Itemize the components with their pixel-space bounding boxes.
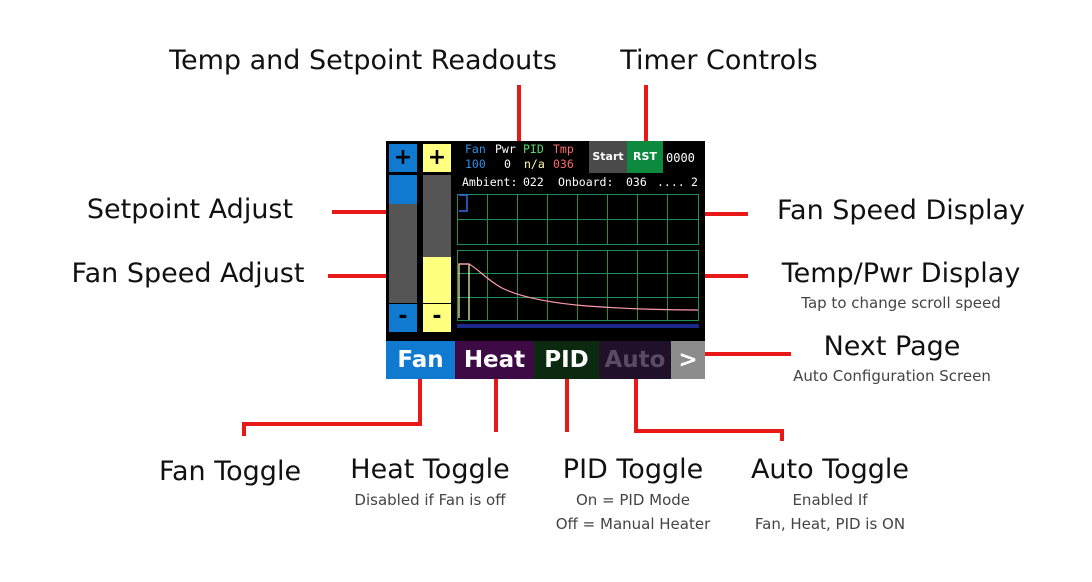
fan-graph-grid [457, 194, 699, 245]
connector-fan-toggle-v [418, 378, 422, 426]
fan-value: 100 [465, 157, 486, 171]
temp-pwr-display-label: Temp/Pwr Display [781, 258, 1021, 289]
fan-speed-graph [457, 194, 699, 245]
fan-toggle-button[interactable]: Fan [386, 341, 455, 379]
fan-speed-trace [459, 194, 468, 212]
fan-speed-slider[interactable] [389, 175, 417, 303]
auto-toggle-sublabel-1: Enabled If [792, 491, 868, 509]
fan-speed-slider-fill [389, 175, 417, 204]
pid-header: PID [523, 142, 544, 156]
temp-pwr-graph [457, 250, 699, 328]
connector-setpoint [332, 210, 434, 214]
setpoint-slider[interactable] [423, 175, 451, 303]
connector-next-page [699, 352, 791, 356]
pid-toggle-sublabel-on: On = PID Mode [575, 491, 691, 509]
power-trace [458, 263, 470, 320]
pid-toggle-label: PID Toggle [562, 454, 704, 485]
onboard-value: 036 [626, 175, 647, 189]
scroll-dots: .... [657, 175, 685, 189]
setpoint-slider-fill [423, 257, 451, 303]
next-page-sublabel: Auto Configuration Screen [793, 367, 991, 385]
pid-toggle-button[interactable]: PID [534, 341, 599, 379]
fan-minus-button[interactable]: - [389, 304, 417, 332]
setpoint-minus-button[interactable]: - [423, 304, 451, 332]
connector-auto-toggle-v [634, 378, 638, 433]
scroll-speed-value: 2 [691, 175, 698, 189]
connector-fanspeed-adjust [328, 274, 404, 278]
next-page-label: Next Page [823, 331, 961, 362]
timer-controls-label: Timer Controls [620, 45, 818, 76]
connector-fan-toggle-tip [242, 422, 246, 436]
timer-readout: 0000 [666, 151, 695, 165]
pwr-value: 0 [504, 157, 511, 171]
setpoint-plus-button[interactable]: + [423, 144, 451, 172]
device-screen: + - + - Fan Pwr PID Tmp 100 0 n/a 036 St… [386, 141, 705, 379]
auto-toggle-label: Auto Toggle [750, 454, 910, 485]
connector-auto-toggle-h [634, 429, 784, 433]
connector-timer [644, 85, 648, 155]
heat-toggle-label: Heat Toggle [350, 454, 510, 485]
graph-scroll-bar [457, 324, 699, 328]
ambient-value: 022 [523, 175, 544, 189]
connector-fanspeed-display [703, 212, 748, 216]
heat-toggle-sublabel: Disabled if Fan is off [354, 491, 506, 509]
temp-pwr-display-sublabel: Tap to change scroll speed [801, 294, 1001, 312]
temp-graph-grid [457, 250, 699, 321]
auto-toggle-sublabel-2: Fan, Heat, PID is ON [754, 515, 906, 533]
tmp-value: 036 [553, 157, 574, 171]
pid-value: n/a [524, 157, 545, 171]
fan-speed-display-label: Fan Speed Display [776, 195, 1026, 226]
pid-toggle-sublabel-off: Off = Manual Heater [555, 515, 711, 533]
fan-toggle-label: Fan Toggle [158, 456, 302, 487]
fan-plus-button[interactable]: + [389, 144, 417, 172]
rst-button[interactable]: RST [627, 141, 663, 173]
auto-toggle-button[interactable]: Auto [599, 341, 671, 379]
temperature-trace [459, 263, 699, 311]
heat-toggle-button[interactable]: Heat [455, 341, 534, 379]
tmp-header: Tmp [553, 142, 574, 156]
onboard-label: Onboard: [558, 175, 614, 189]
start-button[interactable]: Start [589, 141, 627, 173]
fan-speed-adjust-label: Fan Speed Adjust [71, 258, 305, 289]
pwr-header: Pwr [495, 142, 516, 156]
setpoint-adjust-label: Setpoint Adjust [86, 194, 294, 225]
connector-pid-toggle [565, 378, 569, 432]
ambient-label: Ambient: [462, 175, 518, 189]
connector-temp-display [699, 274, 748, 278]
connector-auto-toggle-tip [780, 429, 784, 441]
connector-fan-toggle-h [242, 422, 422, 426]
temp-setpoint-readouts-label: Temp and Setpoint Readouts [169, 45, 557, 76]
connector-readouts [517, 85, 521, 170]
fan-header: Fan [465, 142, 486, 156]
connector-heat-toggle [494, 378, 498, 432]
next-page-button[interactable]: > [671, 341, 705, 379]
